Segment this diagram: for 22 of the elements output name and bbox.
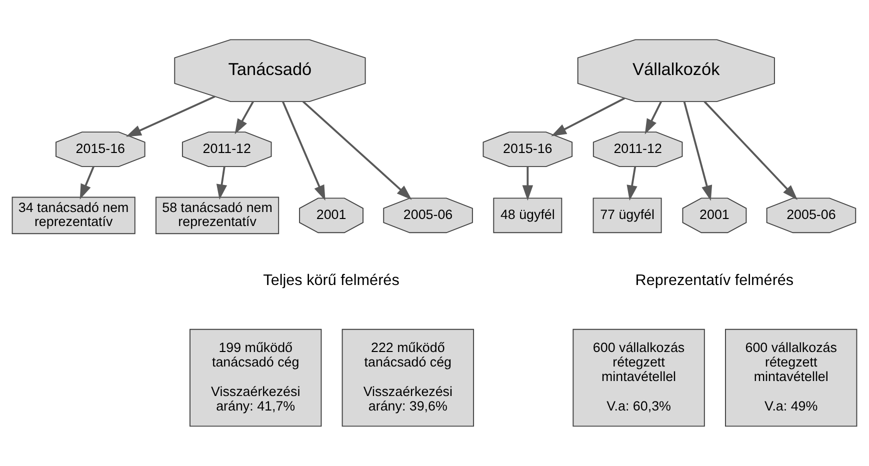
label: Reprezentatív felmérés — [635, 272, 794, 290]
node-box: 34 tanácsadó nem reprezentatív — [12, 196, 136, 234]
node-box: 222 működő tanácsadó cég Visszaérkezési arány: 39,6% — [342, 328, 474, 427]
arrow — [234, 101, 254, 134]
arrow — [522, 166, 534, 201]
node-box: 600 vállalkozás rétegzett mintavétellel V.a: 49% — [725, 328, 858, 427]
arrow — [302, 100, 412, 200]
arrow — [644, 101, 662, 134]
arrow — [626, 166, 638, 201]
arrow — [551, 97, 626, 136]
arrow — [704, 100, 798, 200]
arrow — [80, 166, 94, 200]
node-box: 48 ügyfél — [493, 198, 562, 234]
arrow — [282, 101, 326, 201]
node-box: 77 ügyfél — [592, 198, 662, 234]
node-box: 58 tanácsadó nem reprezentatív — [156, 196, 280, 234]
arrow — [683, 101, 712, 201]
label: Teljes körű felmérés — [263, 272, 400, 290]
arrow — [216, 166, 228, 200]
node-box: 199 működő tanácsadó cég Visszaérkezési arány: 41,7% — [190, 328, 322, 427]
arrow — [126, 96, 216, 137]
node-box: 600 vállalkozás rétegzett mintavétellel V.a: 60,3% — [572, 328, 705, 427]
